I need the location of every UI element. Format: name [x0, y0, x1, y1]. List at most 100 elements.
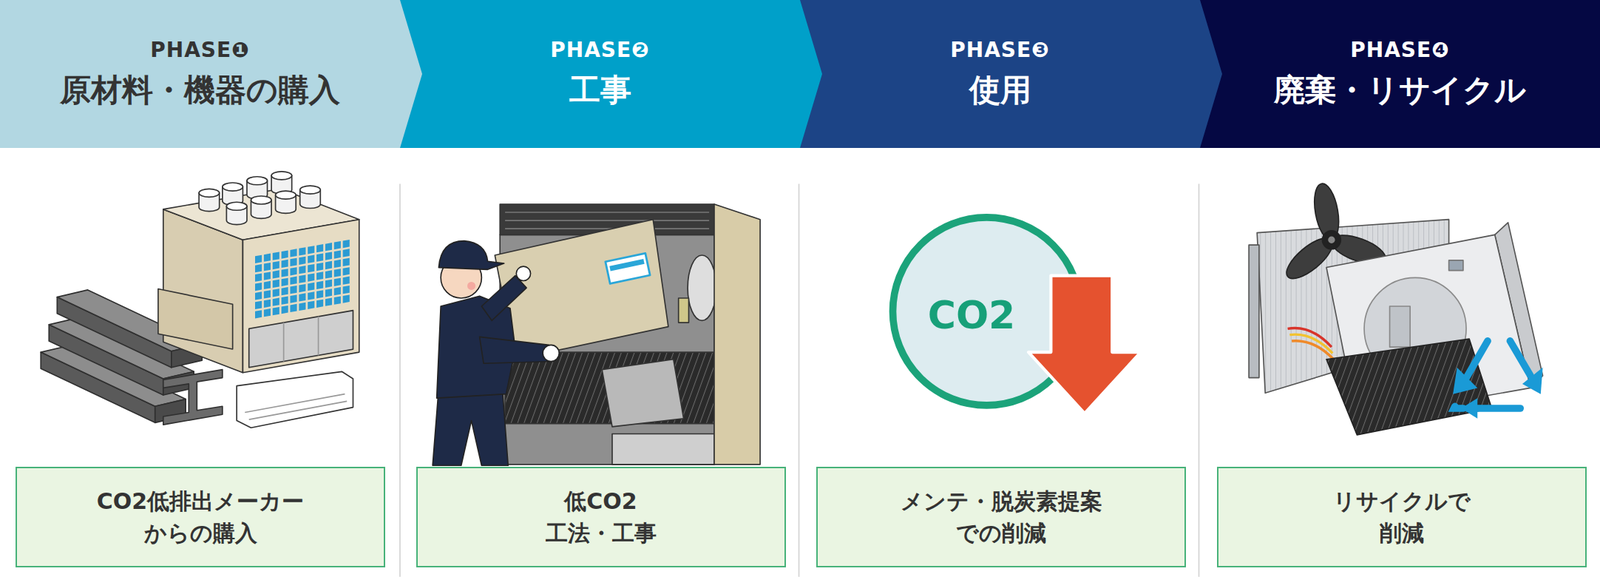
grille-cell — [289, 276, 297, 285]
chiller-unit — [158, 171, 360, 373]
grille-cell — [255, 282, 262, 291]
grille-cell — [343, 266, 350, 276]
chiller-unit-part — [249, 238, 354, 368]
recycle-symbol-part — [1465, 340, 1488, 380]
worker-part — [438, 241, 504, 270]
indoor-ac-unit — [236, 371, 353, 428]
grille-cell — [272, 279, 280, 288]
grille-cell — [316, 271, 324, 280]
grille-cell — [298, 292, 306, 301]
grille-cell — [289, 294, 297, 303]
worker-part — [467, 281, 476, 290]
carried-box-part-part — [609, 258, 644, 272]
grille-cell — [334, 278, 341, 287]
phase-number: PHASE❹ — [1350, 37, 1450, 63]
grille-cell — [255, 263, 262, 273]
fan-cylinder-part — [246, 176, 268, 185]
dismantled-ac-part-part — [1327, 235, 1336, 244]
grille-cell — [343, 239, 350, 248]
grille-cell — [272, 269, 280, 279]
phase-number: PHASE❸ — [950, 37, 1050, 63]
grille-cell — [298, 283, 306, 293]
fan-cylinder — [226, 201, 247, 225]
grille-cell — [334, 259, 341, 268]
grille-cell — [263, 280, 271, 290]
grille-cell — [298, 246, 306, 256]
grille-cell — [263, 289, 271, 298]
grille-cell — [298, 275, 306, 284]
grille-cell — [281, 296, 289, 305]
grille-cell — [289, 266, 297, 276]
grille-cell — [289, 303, 297, 313]
column-separators-part — [798, 183, 800, 576]
fan-cylinder-part — [300, 185, 321, 194]
equipment-cabinet-part — [601, 359, 684, 427]
fan-cylinder — [250, 195, 272, 219]
recycle-symbol-part-part — [1452, 367, 1478, 395]
result-text: メンテ・脱炭素提案 での削減 — [899, 485, 1104, 550]
phase-title: 原材料・機器の購入 — [59, 69, 341, 111]
grille-cell — [272, 251, 280, 260]
grille-cell — [255, 291, 262, 300]
grille-cell — [307, 282, 315, 291]
grille-cell — [325, 279, 332, 288]
fan-cylinder — [198, 188, 220, 211]
grille-cell — [281, 286, 289, 296]
grille-cell — [343, 248, 350, 257]
grille-cell — [289, 248, 297, 257]
grille-cell — [307, 255, 315, 264]
grille-cell — [255, 300, 262, 310]
phase-title: 廃棄・リサイクル — [1273, 69, 1527, 111]
grille-cell — [307, 300, 315, 310]
grille-cell — [281, 305, 289, 314]
phase-number: PHASE❷ — [550, 37, 650, 63]
grille-cell — [281, 249, 289, 259]
equipment-cabinet-part — [714, 204, 761, 465]
chiller-unit-part — [158, 289, 233, 349]
grille-cell — [325, 288, 332, 297]
indoor-ac-unit-part — [249, 400, 347, 420]
chevron-shape — [1200, 0, 1600, 148]
grille-cell — [343, 294, 350, 303]
grille-cell — [289, 285, 297, 294]
grille-cell — [334, 241, 341, 250]
equipment-cabinet-part — [687, 255, 717, 321]
grille-cell — [298, 265, 306, 274]
grille-cell — [343, 276, 350, 285]
phase-header: PHASE❸使用 — [800, 0, 1200, 148]
chiller-unit-part — [242, 219, 359, 373]
grille-cell — [334, 295, 341, 304]
recycle-symbol-part — [1477, 404, 1521, 412]
grille-cell — [307, 291, 315, 300]
equipment-cabinet-part — [504, 227, 710, 230]
grille-cell — [316, 299, 324, 308]
grille-cell — [334, 249, 341, 259]
chevron-shape — [800, 0, 1223, 148]
grille-cell — [343, 258, 350, 267]
grille-cell — [316, 262, 324, 271]
grille-cell — [334, 286, 341, 296]
chiller-unit-part — [198, 171, 321, 225]
grille-cell — [316, 243, 324, 253]
grille-cell — [281, 278, 289, 287]
result-text: CO2低排出メーカー からの購入 — [95, 485, 307, 550]
result-box: 低CO2 工法・工事 — [416, 466, 786, 568]
dismantled-ac-part — [1449, 260, 1464, 271]
indoor-ac-unit-part — [236, 371, 353, 428]
grille-cell — [343, 285, 350, 294]
grille-cell — [263, 271, 271, 280]
result-box: メンテ・脱炭素提案 での削減 — [816, 466, 1186, 568]
recycle-symbol-part — [1452, 367, 1543, 419]
worker-part — [479, 336, 554, 364]
grille-cell — [255, 309, 262, 318]
grille-cell — [325, 269, 332, 279]
grille-cell — [255, 272, 262, 281]
equipment-cabinet-part — [504, 211, 710, 213]
chiller-unit-part-part — [317, 316, 320, 355]
grille-cell — [289, 258, 297, 267]
equipment-cabinet-part — [612, 434, 715, 465]
grille-cell — [316, 289, 324, 298]
grille-cell — [272, 306, 280, 315]
grille-cell — [298, 256, 306, 265]
